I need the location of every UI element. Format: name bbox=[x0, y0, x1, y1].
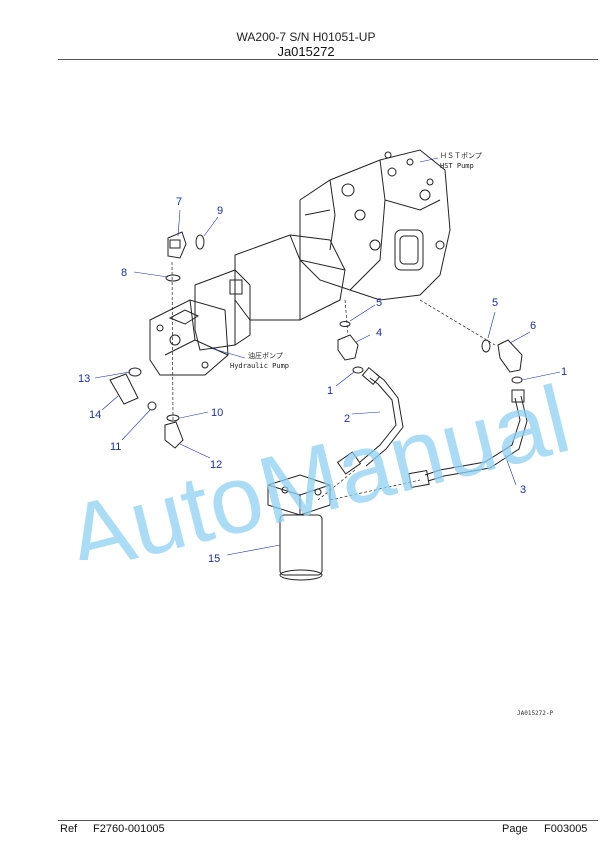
hydraulic-pump-label-en: Hydraulic Pump bbox=[230, 362, 289, 370]
part-1-oring bbox=[352, 366, 364, 374]
header-divider bbox=[58, 59, 598, 60]
callout-7: 7 bbox=[176, 196, 182, 208]
part-8-oring bbox=[165, 274, 181, 282]
callout-5b: 5 bbox=[492, 297, 498, 309]
hst-pump-label-jp: ＨＳＴポンプ bbox=[440, 152, 482, 160]
footer-divider bbox=[58, 820, 598, 821]
callout-15: 15 bbox=[208, 553, 220, 565]
hst-pump-label-en: HST Pump bbox=[440, 162, 474, 170]
callout-8: 8 bbox=[121, 267, 127, 279]
callout-10: 10 bbox=[211, 407, 223, 419]
hst-pump bbox=[299, 149, 451, 301]
header-title: WA200-7 S/N H01051-UP bbox=[236, 30, 376, 44]
part-14-fitting bbox=[109, 373, 139, 405]
callout-5: 5 bbox=[376, 297, 382, 309]
hose-2 bbox=[336, 366, 404, 475]
callout-6: 6 bbox=[530, 320, 536, 332]
callout-11: 11 bbox=[110, 441, 121, 453]
watermark-text: AutoManual bbox=[57, 366, 580, 560]
part-12-elbow bbox=[164, 421, 184, 449]
callout-1b: 1 bbox=[561, 366, 567, 378]
drawing-code: JA015272-P bbox=[517, 710, 554, 717]
part-5-oring bbox=[339, 321, 351, 327]
footer-ref-label: Ref bbox=[60, 823, 78, 835]
watermark: AutoManual bbox=[57, 366, 580, 560]
part-6-elbow bbox=[497, 339, 523, 373]
callout-13: 13 bbox=[78, 373, 90, 385]
part-10-oring bbox=[166, 414, 180, 422]
footer-page-value: F003005 bbox=[544, 823, 588, 835]
callout-1: 1 bbox=[327, 385, 333, 397]
hydraulic-pump bbox=[149, 234, 346, 376]
hose-3 bbox=[408, 389, 528, 489]
callout-2: 2 bbox=[344, 413, 350, 425]
callout-9: 9 bbox=[217, 205, 223, 217]
leader-lines bbox=[94, 157, 561, 556]
footer-page-label: Page bbox=[502, 823, 528, 835]
callout-14: 14 bbox=[89, 409, 101, 421]
part-4-elbow bbox=[337, 334, 359, 361]
connection-lines bbox=[171, 261, 496, 501]
callout-3: 3 bbox=[520, 484, 526, 496]
callout-12: 12 bbox=[210, 459, 222, 471]
callout-4: 4 bbox=[376, 327, 382, 339]
hydraulic-pump-label-jp: 油圧ポンプ bbox=[248, 351, 283, 360]
part-9-oring bbox=[195, 234, 205, 250]
footer-ref-value: F2760-001005 bbox=[93, 823, 165, 835]
drawing-id: Ja015272 bbox=[277, 44, 335, 59]
part-11-oring bbox=[147, 401, 157, 411]
part-7-elbow bbox=[167, 231, 187, 259]
